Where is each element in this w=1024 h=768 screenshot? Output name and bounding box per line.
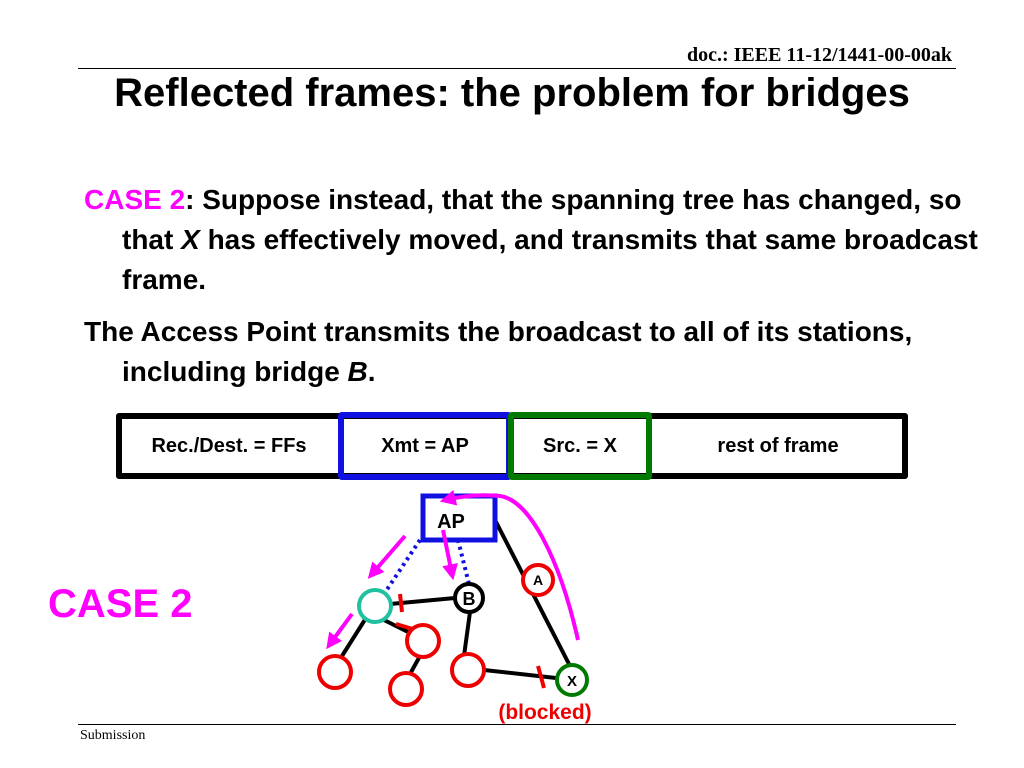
wireless-link-b (456, 539, 471, 585)
footer-submission: Submission (80, 728, 146, 743)
arrow-x-to-ap (439, 489, 580, 641)
link-red-lowred (408, 655, 422, 675)
paragraph-text: The Access Point transmits the broadcast… (84, 316, 913, 387)
node-b-label: B (463, 589, 476, 609)
node-red (405, 623, 441, 659)
arrow-teal-to-red (326, 612, 354, 650)
node-x-label: X (567, 673, 577, 690)
station-x-ref: X (181, 224, 200, 255)
arrow-ap-to-b (441, 529, 458, 581)
case-label: CASE 2 (84, 184, 186, 215)
blocked-tick (536, 665, 546, 689)
node-red (450, 652, 486, 688)
ap-label: AP (437, 511, 465, 533)
paragraph-ap: The Access Point transmits the broadcast… (84, 312, 1002, 392)
paragraph-text: has effectively moved, and transmits tha… (122, 224, 978, 295)
arrow-ap-to-teal (367, 534, 407, 579)
case-big-label: CASE 2 (48, 582, 193, 626)
paragraph-text: : Suppose instead, that the spanning tre… (122, 184, 962, 255)
bridge-b-ref: B (347, 356, 368, 387)
link-b-red (462, 611, 472, 657)
frame-field-rest: rest of frame (717, 434, 839, 457)
link-red-x (483, 668, 557, 680)
header-rule (78, 68, 956, 69)
ap-node (420, 493, 498, 543)
document-id: doc.: IEEE 11-12/1441-00-00ak (686, 44, 952, 66)
node-teal (357, 588, 393, 624)
paragraph-case2: CASE 2: Suppose instead, that the spanni… (84, 180, 1002, 300)
wireless-link-teal (382, 538, 422, 596)
node-red (388, 671, 424, 707)
node-a (521, 563, 555, 597)
frame-field-dest: Rec./Dest. = FFs (151, 434, 307, 457)
footer-rule (78, 724, 956, 725)
paragraph-text: . (367, 356, 376, 387)
node-b (453, 582, 485, 614)
blocked-tick (398, 593, 404, 613)
frame-field-src: Src. = X (508, 412, 652, 480)
node-red (317, 654, 353, 690)
blocked-label: (blocked) (498, 701, 591, 724)
node-x (555, 663, 589, 697)
link-teal-leftred (340, 616, 368, 658)
slide-title: Reflected frames: the problem for bridge… (114, 71, 910, 115)
node-a-label: A (533, 572, 543, 588)
